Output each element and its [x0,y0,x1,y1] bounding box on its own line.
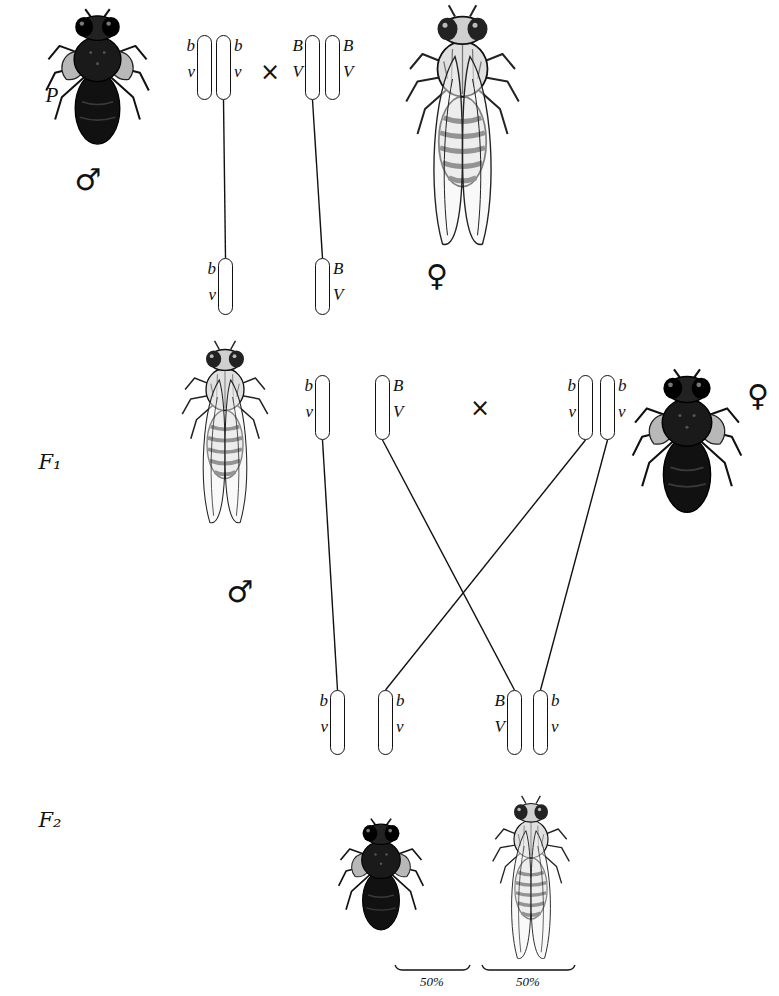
chromosome: bv [378,690,393,755]
chromosome: bv [315,375,330,440]
black-vestigial-fly [633,369,742,512]
allele-letter: B [495,692,505,709]
ratio-bracket [395,965,575,970]
allele-letter: v [305,403,313,420]
sex-symbol: ♂ [227,577,254,607]
inheritance-line [313,100,323,258]
allele-letter: b [187,37,196,54]
allele-letter: v [618,403,626,420]
cross-sign: × [260,60,280,84]
chromosome: bv [218,258,233,315]
chromosome: bv [330,690,345,755]
allele-letter: b [305,377,314,394]
generation-label: P [46,85,59,106]
chromosome: BV [305,35,320,100]
allele-letter: v [187,63,195,80]
chromosome: BV [507,690,522,755]
chromosome: BV [375,375,390,440]
allele-letter: v [234,63,242,80]
chromosome: bv [600,375,615,440]
allele-letter: v [396,718,404,735]
chromosome: bv [533,690,548,755]
inheritance-line [383,440,515,690]
allele-letter: v [568,403,576,420]
wild-type-fly [493,796,570,959]
chromosome: BV [315,258,330,315]
wild-type-fly [182,341,268,523]
black-vestigial-fly [46,9,149,144]
allele-letter: v [208,286,216,303]
percentage: 50% [420,975,444,988]
allele-letter: B [293,37,303,54]
chromosome: BV [325,35,340,100]
chromosome: bv [216,35,231,100]
chromosome: bv [578,375,593,440]
allele-letter: V [293,63,303,80]
allele-letter: V [495,718,505,735]
allele-letter: b [551,692,560,709]
allele-letter: V [333,286,343,303]
allele-letter: b [396,692,405,709]
inheritance-line [323,440,338,690]
cross-sign: × [470,396,490,420]
generation-label: F₁ [39,452,62,473]
percentage: 50% [516,975,540,988]
allele-letter: b [234,37,243,54]
chromosome: bv [197,35,212,100]
allele-letter: b [568,377,577,394]
allele-letter: b [208,260,217,277]
allele-letter: v [320,718,328,735]
allele-letter: b [320,692,329,709]
allele-letter: B [343,37,353,54]
black-vestigial-fly [339,819,424,930]
inheritance-line [224,100,226,258]
allele-letter: V [393,403,403,420]
allele-letter: B [393,377,403,394]
inheritance-line [541,440,608,690]
sex-symbol: ♀ [747,381,769,411]
sex-symbol: ♀ [426,261,448,291]
sex-symbol: ♂ [75,165,102,195]
wild-type-fly [406,5,519,244]
allele-letter: v [551,718,559,735]
generation-label: F₂ [39,810,62,831]
inheritance-line [386,440,586,690]
allele-letter: b [618,377,627,394]
allele-letter: B [333,260,343,277]
allele-letter: V [343,63,353,80]
